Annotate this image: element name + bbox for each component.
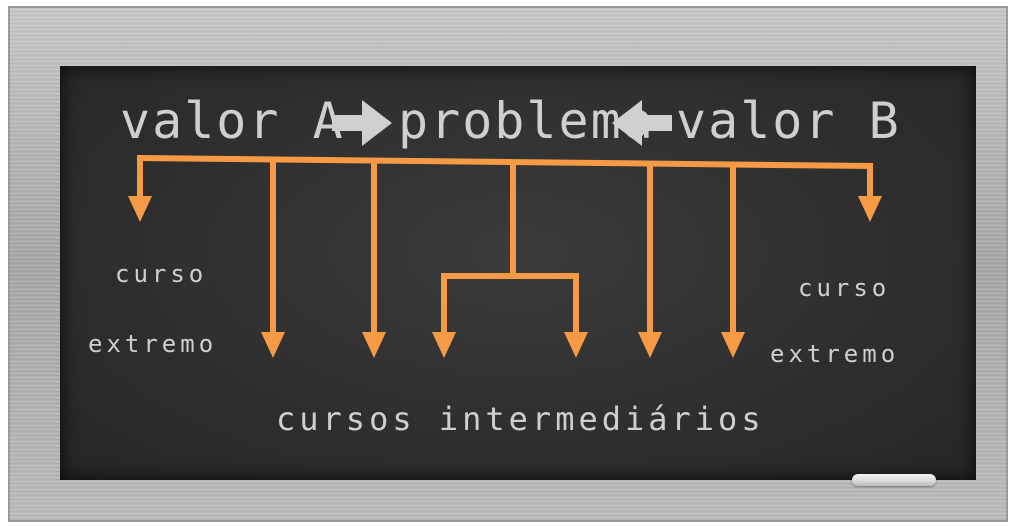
chalk-stick <box>852 474 936 486</box>
label-intermediate-courses: cursos intermediários <box>276 400 765 438</box>
label-right-extreme-line2: extremo <box>770 340 899 368</box>
arrow-right-icon <box>332 100 392 146</box>
arrowhead-branch-2 <box>362 332 386 358</box>
arrowhead-branch-6 <box>721 332 745 358</box>
label-left-extreme-line2: extremo <box>88 330 217 358</box>
connector-bar <box>136 154 874 170</box>
label-right-extreme-line1: curso <box>798 274 890 302</box>
label-left-extreme-line1: curso <box>115 260 207 288</box>
connector-tree <box>128 154 882 358</box>
arrowhead-right-extreme <box>858 196 882 222</box>
arrowhead-branch-1 <box>261 332 285 358</box>
title-center: problema <box>398 92 655 150</box>
arrow-left-icon <box>612 100 672 146</box>
title-left: valor A <box>120 92 345 150</box>
arrowhead-middle-right <box>564 332 588 358</box>
arrowhead-branch-5 <box>638 332 662 358</box>
arrowhead-middle-left <box>432 332 456 358</box>
arrowhead-left-extreme <box>128 196 152 222</box>
title-right: valor B <box>676 92 901 150</box>
